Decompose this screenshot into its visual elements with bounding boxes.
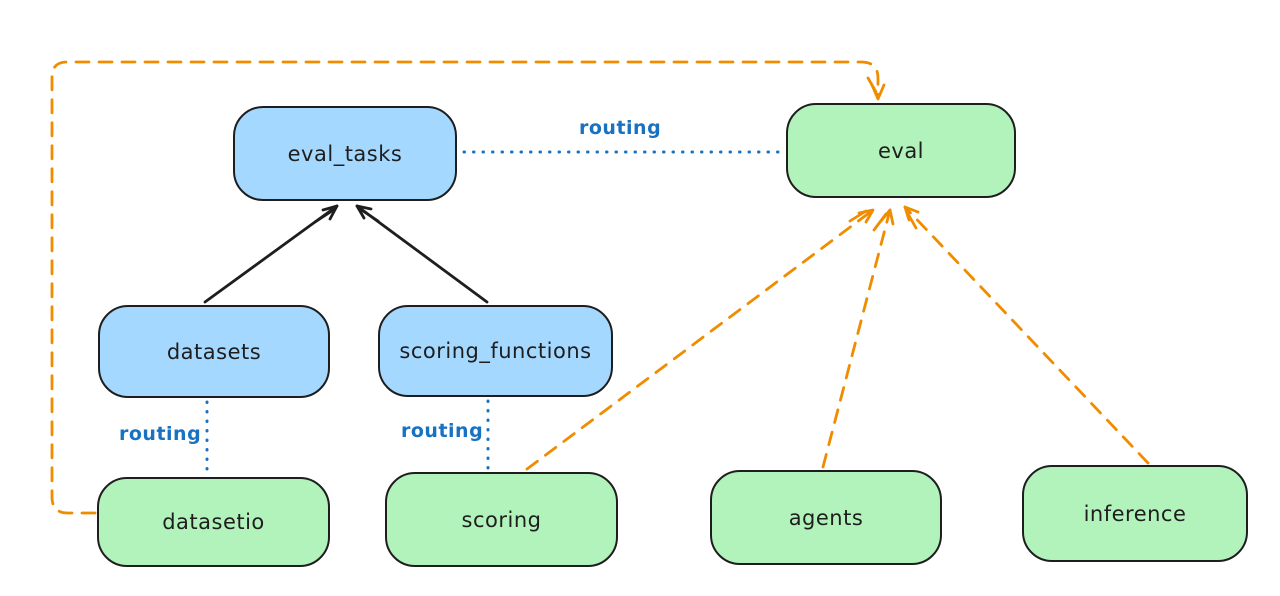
edge-inference-to-eval — [903, 205, 1150, 465]
node-scoring-functions-label: scoring_functions — [399, 339, 592, 363]
node-inference-label: inference — [1083, 501, 1187, 526]
node-eval-tasks-label: eval_tasks — [287, 141, 403, 166]
node-eval-tasks: eval_tasks — [233, 106, 457, 201]
node-scoring-functions: scoring_functions — [378, 305, 613, 397]
edge-scoring-to-eval — [525, 208, 875, 471]
node-eval-label: eval — [877, 138, 925, 163]
edge-label-routing-eval-tasks-eval: routing — [579, 117, 662, 139]
node-scoring-label: scoring — [461, 507, 542, 532]
node-scoring: scoring — [385, 472, 618, 567]
node-eval: eval — [786, 103, 1016, 198]
edge-datasetio-to-eval — [50, 60, 886, 515]
edge-label-routing-datasets-datasetio: routing — [119, 423, 202, 445]
node-inference: inference — [1022, 465, 1248, 562]
edge-label-routing-scoring-fns-scoring: routing — [401, 420, 484, 442]
edge-scoring-functions-to-eval-tasks — [355, 204, 489, 304]
node-datasets: datasets — [98, 305, 330, 398]
edge-datasets-to-eval-tasks — [203, 204, 339, 304]
node-agents-label: agents — [788, 505, 864, 530]
node-agents: agents — [710, 470, 942, 565]
edge-agents-to-eval — [821, 208, 895, 469]
node-datasets-label: datasets — [166, 339, 262, 364]
node-datasetio-label: datasetio — [162, 510, 265, 534]
node-datasetio: datasetio — [97, 477, 330, 567]
